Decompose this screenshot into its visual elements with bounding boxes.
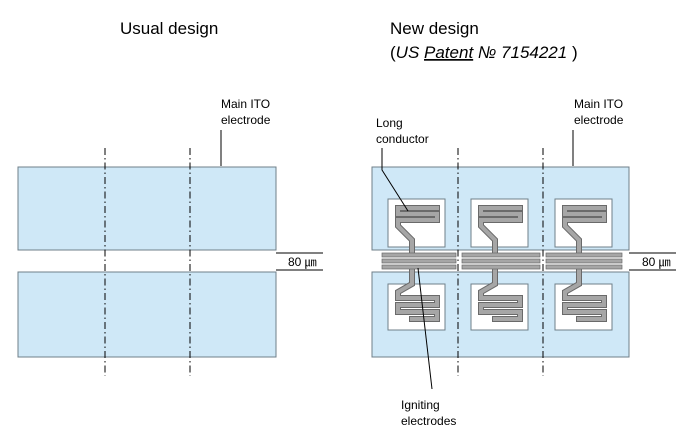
igniting-electrode [545, 258, 623, 264]
igniting-leader-line [417, 267, 433, 390]
conductor-label-line1: Long [376, 116, 403, 130]
usual-design-title: Usual design [120, 19, 218, 38]
patent-close-paren: ) [567, 43, 577, 62]
electrode-label-line1: Main ITO [221, 97, 270, 111]
long-conductor-lower-1 [395, 267, 440, 322]
patent-prefix: US [396, 43, 424, 62]
new-design-title: New design [390, 19, 479, 38]
igniting-electrode-bars [381, 252, 623, 270]
igniting-electrode [381, 264, 457, 270]
igniting-electrode [545, 264, 623, 270]
igniting-label-line1: Igniting [401, 398, 440, 412]
long-conductor-upper-1 [395, 205, 440, 255]
lower-ito-electrode [17, 271, 277, 358]
gap-label: 80 ㎛ [288, 255, 317, 269]
patent-number: № 7154221 [473, 43, 567, 62]
electrode-label-line2: electrode [574, 113, 624, 127]
gap-label: 80 ㎛ [642, 255, 671, 269]
upper-ito-electrode [17, 166, 277, 251]
long-conductor-lower-3 [562, 267, 607, 322]
long-conductor-lower-2 [478, 267, 523, 322]
igniting-electrode [381, 258, 457, 264]
igniting-electrode [381, 252, 457, 258]
patent-word: Patent [424, 43, 474, 62]
conductor-leader-line [381, 148, 409, 212]
igniting-electrode [461, 264, 541, 270]
igniting-label-line2: electrodes [401, 414, 456, 428]
patent-open-paren: ( [390, 43, 396, 62]
patent-reference: (US Patent № 7154221 ) [390, 43, 578, 62]
long-conductor-upper-3 [562, 205, 607, 255]
usual-design: Usual design 80 ㎛ Main ITO electrode [17, 19, 323, 376]
new-design: New design (US Patent № 7154221 ) [371, 19, 676, 428]
electrode-label-line1: Main ITO [574, 97, 623, 111]
electrode-label-line2: electrode [221, 113, 271, 127]
igniting-electrode [545, 252, 623, 258]
conductor-label-line2: conductor [376, 132, 429, 146]
igniting-electrode [461, 252, 541, 258]
long-conductor-upper-2 [478, 205, 523, 255]
igniting-electrode [461, 258, 541, 264]
